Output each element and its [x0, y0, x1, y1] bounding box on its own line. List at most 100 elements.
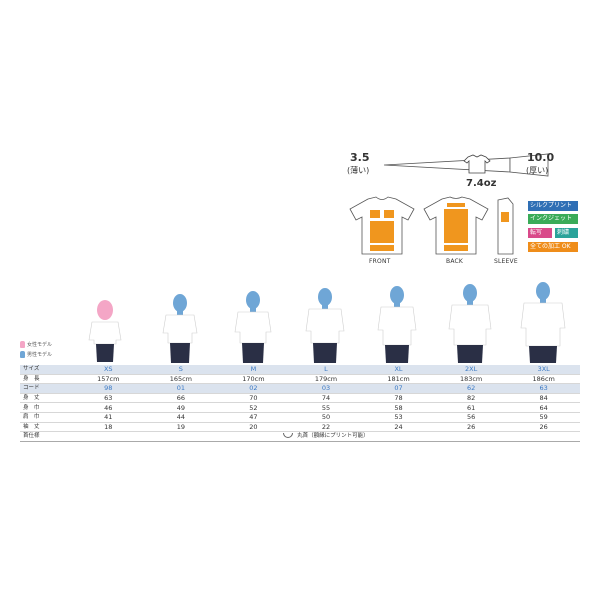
thickness-max-label: (厚い)	[526, 166, 549, 175]
legend-female-label: 女性モデル	[27, 342, 53, 348]
label-height: 身 長	[20, 374, 72, 385]
sleeve-print-area-icon	[497, 197, 514, 255]
label-size: サイズ	[20, 365, 72, 375]
shoulder-width-cell: 41	[72, 412, 145, 423]
method-silk: シルクプリント	[528, 201, 578, 211]
sleeve-length-cell: 20	[217, 422, 290, 433]
row-shoulder-width: 肩 巾 41 44 47 50 53 56 59	[20, 412, 580, 423]
row-code: コード 98 01 02 03 07 62 63	[20, 383, 580, 394]
method-embroidery: 刺繍	[555, 228, 578, 238]
height-cell: 170cm	[217, 374, 290, 385]
sleeve-length-cell: 18	[72, 422, 145, 433]
shoulder-width-cell: 44	[144, 412, 218, 423]
neck-text: 丸首（額縁にプリント可能）	[297, 433, 369, 440]
size-cell: S	[144, 365, 218, 375]
model-xl-male	[377, 286, 417, 363]
back-print-area-icon	[423, 196, 489, 255]
neck-icon	[283, 433, 294, 439]
legend-male-label: 男性モデル	[27, 352, 53, 358]
male-icon	[20, 351, 25, 358]
code-cell: 63	[507, 383, 580, 394]
height-cell: 179cm	[289, 374, 363, 385]
size-cell: M	[217, 365, 290, 375]
size-cell: XS	[72, 365, 145, 375]
method-transfer: 転写	[528, 228, 552, 238]
chest-width-cell: 58	[362, 402, 435, 413]
code-cell: 07	[362, 383, 435, 394]
chest-width-cell: 52	[217, 402, 290, 413]
row-size: サイズ XS S M L XL 2XL 3XL	[20, 365, 580, 375]
size-cell: XL	[362, 365, 435, 375]
model-2xl-male	[448, 284, 492, 363]
size-cell: L	[289, 365, 363, 375]
method-all: 全ての加工 OK	[528, 242, 578, 252]
shoulder-width-cell: 53	[362, 412, 435, 423]
sleeve-length-cell: 26	[434, 422, 508, 433]
code-cell: 02	[217, 383, 290, 394]
size-cell: 3XL	[507, 365, 580, 375]
chest-width-cell: 61	[434, 402, 508, 413]
thickness-bar	[383, 153, 549, 177]
back-caption: BACK	[446, 258, 464, 265]
front-print-area-icon	[349, 196, 415, 255]
size-cell: 2XL	[434, 365, 508, 375]
chest-width-cell: 46	[72, 402, 145, 413]
label-shoulder-width: 肩 巾	[20, 412, 72, 423]
label-code: コード	[20, 383, 72, 394]
model-3xl-male	[520, 282, 566, 363]
sleeve-length-cell: 19	[144, 422, 218, 433]
row-chest-width: 身 巾 46 49 52 55 58 61 64	[20, 402, 580, 413]
chest-width-cell: 55	[289, 402, 363, 413]
body-length-cell: 70	[217, 393, 290, 404]
height-cell: 183cm	[434, 374, 508, 385]
shoulder-width-cell: 50	[289, 412, 363, 423]
body-length-cell: 74	[289, 393, 363, 404]
height-cell: 157cm	[72, 374, 145, 385]
body-length-cell: 63	[72, 393, 145, 404]
height-cell: 186cm	[507, 374, 580, 385]
legend-female: 女性モデル	[20, 341, 52, 348]
size-table: サイズ XS S M L XL 2XL 3XL 身 長 157cm 165cm …	[20, 365, 580, 442]
thickness-scale: 3.5 (薄い) 10.0 (厚い) 7.4oz	[340, 145, 570, 195]
row-body-length: 身 丈 63 66 70 74 78 82 84	[20, 393, 580, 404]
row-height: 身 長 157cm 165cm 170cm 179cm 181cm 183cm …	[20, 374, 580, 385]
code-cell: 03	[289, 383, 363, 394]
neck-cell: 丸首（額縁にプリント可能）	[72, 431, 580, 442]
model-l-male	[305, 288, 345, 363]
height-cell: 181cm	[362, 374, 435, 385]
thickness-tshirt-icon	[463, 154, 491, 174]
sleeve-caption: SLEEVE	[494, 258, 518, 265]
code-cell: 01	[144, 383, 218, 394]
label-neck: 首仕様	[20, 431, 72, 442]
height-cell: 165cm	[144, 374, 218, 385]
sleeve-length-cell: 24	[362, 422, 435, 433]
label-chest-width: 身 巾	[20, 402, 72, 413]
body-length-cell: 82	[434, 393, 508, 404]
front-caption: FRONT	[369, 258, 391, 265]
thickness-max-value: 10.0	[527, 151, 555, 164]
row-neck: 首仕様 丸首（額縁にプリント可能）	[20, 431, 580, 442]
method-inkjet: インクジェット	[528, 214, 578, 224]
female-icon	[20, 341, 25, 348]
legend-male: 男性モデル	[20, 351, 52, 358]
shoulder-width-cell: 59	[507, 412, 580, 423]
shoulder-width-cell: 47	[217, 412, 290, 423]
row-sleeve-length: 袖 丈 18 19 20 22 24 26 26	[20, 422, 580, 433]
label-body-length: 身 丈	[20, 393, 72, 404]
shoulder-width-cell: 56	[434, 412, 508, 423]
model-s-male	[162, 294, 198, 363]
sleeve-length-cell: 22	[289, 422, 363, 433]
thickness-current: 7.4oz	[466, 178, 497, 189]
code-cell: 98	[72, 383, 145, 394]
body-length-cell: 66	[144, 393, 218, 404]
sleeve-length-cell: 26	[507, 422, 580, 433]
chest-width-cell: 64	[507, 402, 580, 413]
thickness-min-label: (薄い)	[347, 166, 370, 175]
model-m-male	[234, 291, 272, 363]
code-cell: 62	[434, 383, 508, 394]
body-length-cell: 84	[507, 393, 580, 404]
chest-width-cell: 49	[144, 402, 218, 413]
thickness-min-value: 3.5	[350, 151, 370, 164]
model-xs-female	[88, 300, 122, 362]
body-length-cell: 78	[362, 393, 435, 404]
